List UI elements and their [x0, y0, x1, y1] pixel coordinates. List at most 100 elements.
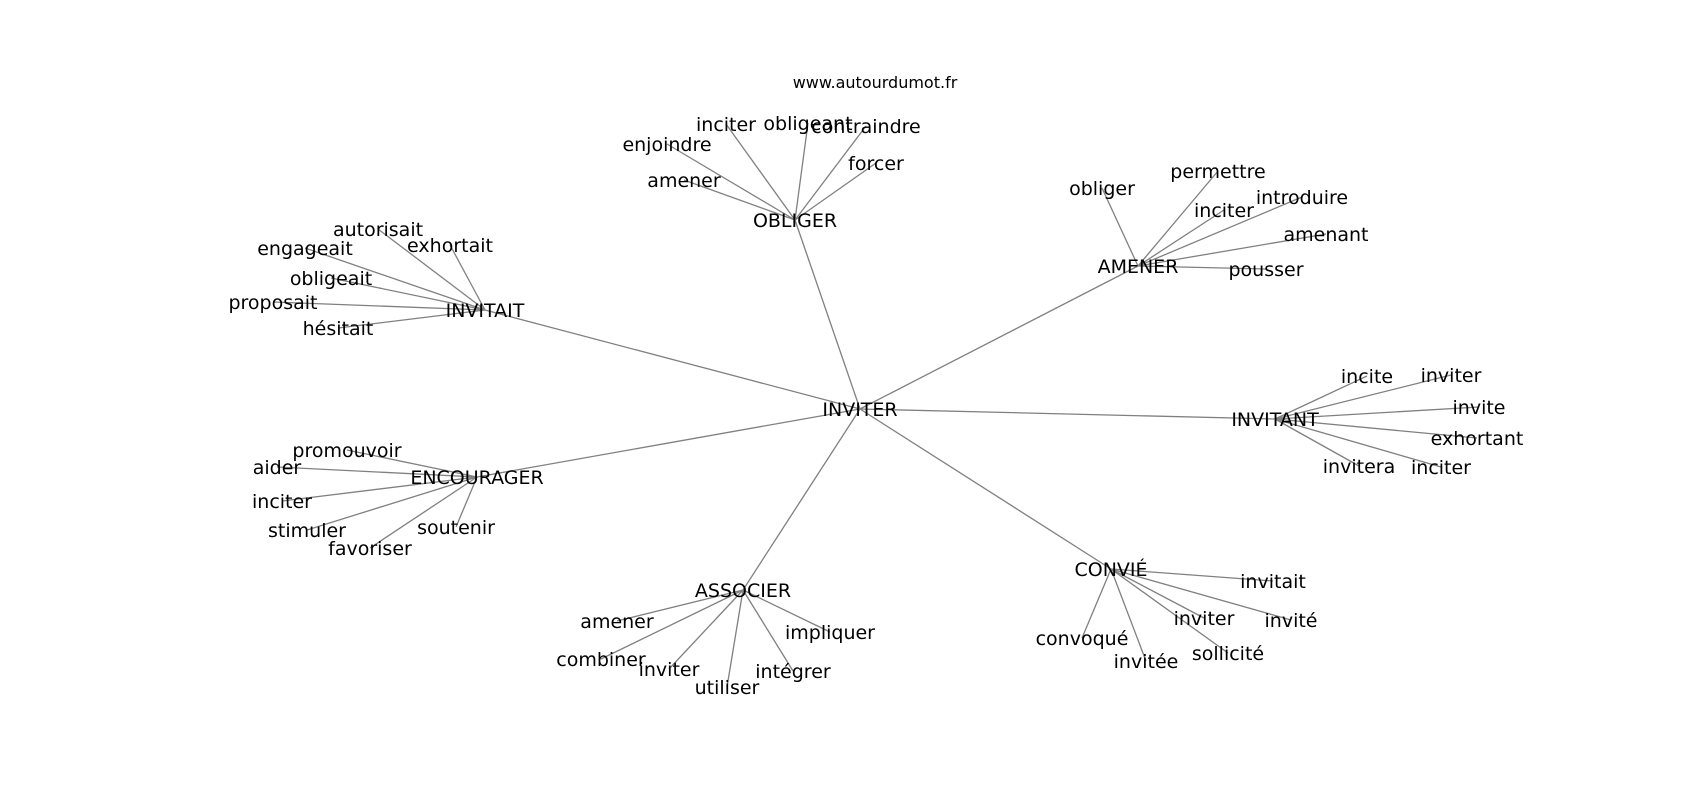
- hub-leaf-edge: [304, 247, 486, 311]
- hub-leaf-edge: [725, 123, 796, 221]
- hub-leaf-edge: [1274, 418, 1360, 467]
- leaf-node-label[interactable]: convoqué: [1036, 628, 1129, 650]
- leaf-node-label[interactable]: stimuler: [268, 520, 346, 542]
- leaf-node-label[interactable]: hésitait: [303, 318, 374, 340]
- leaf-node-label[interactable]: aider: [253, 457, 302, 479]
- label-layer: INVITER OBLIGER inciter obligeantcontraindr…: [228, 113, 1523, 699]
- hub-leaf-edge: [276, 466, 478, 478]
- hub-leaf-edge: [455, 476, 478, 528]
- hub-leaf-edge: [1081, 568, 1112, 639]
- hub-node-label[interactable]: ENCOURAGER: [410, 467, 543, 489]
- hub-leaf-edge: [668, 589, 744, 670]
- edge-layer: [272, 122, 1480, 688]
- leaf-node-label[interactable]: invitée: [1114, 651, 1179, 673]
- hub-leaf-edge: [1137, 233, 1327, 267]
- leaf-node-label[interactable]: amener: [580, 611, 654, 633]
- leaf-node-label[interactable]: introduire: [1256, 187, 1348, 209]
- leaf-node-label[interactable]: enjoindre: [622, 134, 711, 156]
- hub-node-label[interactable]: ASSOCIER: [695, 580, 791, 602]
- root-hub-edge: [484, 309, 861, 410]
- leaf-node-label[interactable]: proposait: [228, 292, 317, 314]
- leaf-node-label[interactable]: intégrer: [755, 661, 831, 683]
- hub-leaf-edge: [1274, 418, 1442, 468]
- hub-leaf-edge: [346, 449, 478, 478]
- leaf-node-label[interactable]: inciter: [252, 491, 312, 513]
- hub-leaf-edge: [726, 589, 744, 688]
- leaf-node-label[interactable]: inviter: [639, 659, 700, 681]
- hub-leaf-edge: [1274, 375, 1368, 420]
- leaf-node-label[interactable]: obliger: [1069, 178, 1135, 200]
- root-hub-edge: [476, 408, 861, 478]
- leaf-node-label[interactable]: obligeait: [290, 268, 372, 290]
- hub-leaf-edge: [449, 244, 486, 311]
- hub-leaf-edge: [369, 476, 478, 549]
- leaf-node-label[interactable]: forcer: [848, 153, 904, 175]
- root-hub-edge: [859, 408, 1276, 420]
- hub-node-label[interactable]: INVITAIT: [446, 300, 525, 322]
- hub-leaf-edge: [272, 301, 486, 311]
- leaf-node-label[interactable]: impliquer: [785, 622, 875, 644]
- hub-node-label[interactable]: AMENER: [1098, 256, 1179, 278]
- hub-leaf-edge: [666, 143, 796, 221]
- hub-leaf-edge: [794, 125, 867, 221]
- hub-leaf-edge: [337, 309, 486, 329]
- hub-leaf-edge: [330, 277, 486, 311]
- hub-leaf-edge: [377, 228, 486, 311]
- hub-leaf-edge: [1110, 568, 1292, 621]
- leaf-node-label[interactable]: favoriser: [328, 538, 412, 560]
- hub-leaf-edge: [683, 179, 796, 221]
- leaf-node-label[interactable]: inviter: [1421, 365, 1482, 387]
- leaf-node-label[interactable]: engageait: [257, 238, 353, 260]
- leaf-node-label[interactable]: inciter: [696, 114, 756, 136]
- leaf-node-label[interactable]: permettre: [1170, 161, 1265, 183]
- hub-leaf-edge: [1101, 187, 1139, 267]
- hub-leaf-edge: [794, 122, 809, 221]
- hub-leaf-edge: [281, 476, 478, 502]
- root-node-label[interactable]: INVITER: [822, 399, 897, 421]
- leaf-node-label[interactable]: invité: [1265, 610, 1318, 632]
- hub-leaf-edge: [1274, 406, 1480, 420]
- leaf-node-label[interactable]: contraindre: [811, 116, 920, 138]
- leaf-node-label[interactable]: invite: [1453, 397, 1506, 419]
- leaf-node-label[interactable]: incite: [1341, 366, 1393, 388]
- hub-node-label[interactable]: INVITANT: [1231, 409, 1319, 431]
- leaf-node-label[interactable]: combiner: [556, 649, 646, 671]
- hub-leaf-edge: [1137, 170, 1219, 267]
- hub-leaf-edge: [1110, 568, 1205, 619]
- leaf-node-label[interactable]: invitait: [1240, 571, 1306, 593]
- leaf-node-label[interactable]: exhortant: [1431, 428, 1524, 450]
- leaf-node-label[interactable]: invitera: [1323, 456, 1395, 478]
- root-hub-edge: [859, 408, 1112, 570]
- hub-leaf-edge: [1110, 568, 1229, 654]
- leaf-node-label[interactable]: inciter: [1194, 200, 1254, 222]
- leaf-node-label[interactable]: soutenir: [417, 517, 495, 539]
- root-hub-edge: [742, 408, 861, 591]
- hub-leaf-edge: [742, 589, 794, 672]
- root-hub-edge: [859, 265, 1139, 410]
- hub-leaf-edge: [742, 589, 831, 633]
- leaf-node-label[interactable]: amener: [647, 170, 721, 192]
- hub-node-label[interactable]: CONVIÉ: [1074, 558, 1147, 581]
- leaf-node-label[interactable]: promouvoir: [292, 440, 401, 462]
- leaf-node-label[interactable]: sollicité: [1192, 643, 1264, 665]
- leaf-node-label[interactable]: exhortait: [407, 235, 493, 257]
- hub-leaf-edge: [794, 162, 877, 221]
- leaf-node-label[interactable]: autorisait: [333, 219, 423, 241]
- hub-leaf-edge: [1274, 418, 1478, 439]
- hub-leaf-edge: [1137, 196, 1303, 267]
- source-watermark: www.autourdumot.fr: [793, 73, 958, 92]
- hub-leaf-edge: [616, 589, 744, 622]
- leaf-node-label[interactable]: obligeant: [763, 113, 852, 135]
- root-hub-edge: [794, 219, 861, 410]
- hub-leaf-edge: [600, 589, 744, 660]
- hub-leaf-edge: [1110, 568, 1147, 662]
- leaf-node-label[interactable]: inciter: [1411, 457, 1471, 479]
- hub-leaf-edge: [1110, 568, 1274, 582]
- hub-node-label[interactable]: OBLIGER: [753, 210, 837, 232]
- leaf-node-label[interactable]: inviter: [1174, 608, 1235, 630]
- leaf-node-label[interactable]: utiliser: [695, 677, 760, 699]
- leaf-node-label[interactable]: pousser: [1228, 259, 1303, 281]
- leaf-node-label[interactable]: amenant: [1283, 224, 1368, 246]
- hub-leaf-edge: [1137, 209, 1225, 267]
